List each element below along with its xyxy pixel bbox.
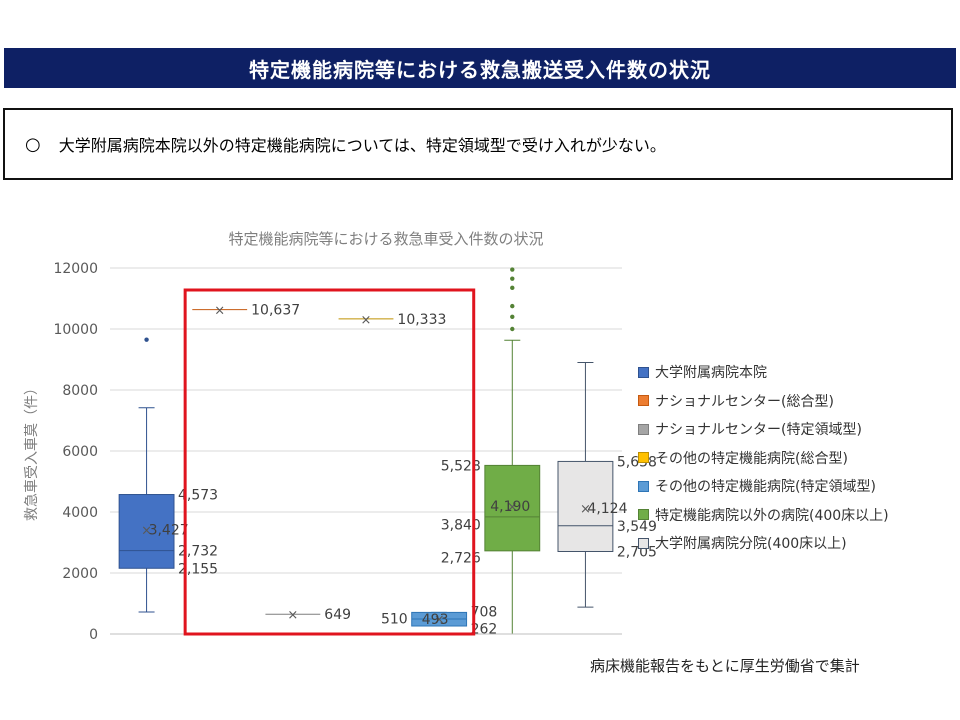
legend-label: 特定機能病院以外の病院(400床以上) [655,507,889,524]
data-label-median: 3,840 [441,518,481,534]
legend-item: 特定機能病院以外の病院(400床以上) [638,501,889,530]
y-tick-label: 8000 [62,383,98,399]
y-tick-label: 4000 [62,505,98,521]
box-plot-chart: 特定機能病院等における救急車受入件数の状況 0 2000 4000 6000 8000 10… [23,230,657,643]
data-label-mean: 4,190 [490,499,530,515]
data-label-value: 10,637 [251,303,300,319]
legend-label: 大学附属病院本院 [655,365,767,382]
data-label-q3: 5,528 [441,458,481,474]
data-label-mean: 4,124 [587,501,627,517]
legend-swatch [638,537,649,549]
legend-label: ナショナルセンター(特定領域型) [655,422,862,439]
data-label-median: 3,549 [617,519,657,535]
y-tick-label: 10000 [53,322,98,338]
data-label-q3: 4,573 [178,488,218,504]
outlier-point [510,276,515,281]
y-tick-label: 2000 [62,566,98,582]
mean-marker: × [507,500,518,515]
data-label-q1: 262 [471,621,498,637]
highlight-frame [183,288,476,636]
legend-swatch [638,480,649,492]
box-iqr [118,494,175,569]
mean-marker: × [361,313,372,328]
mean-marker: × [141,523,152,538]
outlier-point [510,267,515,272]
legend-swatch [638,395,649,407]
legend-item: ナショナルセンター(特定領域型) [638,415,889,444]
legend-item: ナショナルセンター(総合型) [638,387,889,416]
box-iqr [484,464,541,552]
data-label-mean: 3,427 [149,522,189,538]
data-label-q3: 708 [471,604,498,620]
legend-label: 大学附属病院分院(400床以上) [655,536,847,553]
legend-swatch [638,509,649,521]
outlier-point [510,285,515,291]
data-label-median: 2,732 [178,544,218,560]
legend-swatch [638,366,649,378]
box-iqr [557,460,614,552]
y-tick-label: 12000 [53,261,98,277]
data-label-q1: 2,155 [178,561,218,577]
page-title: 特定機能病院等における救急搬送受入件数の状況 [4,48,956,88]
outlier-point [510,326,515,332]
legend-item: 大学附属病院本院 [638,358,889,387]
legend-label: ナショナルセンター(総合型) [655,393,834,410]
legend-label: その他の特定機能病院(総合型) [655,450,848,467]
legend-item: その他の特定機能病院(特定領域型) [638,472,889,501]
y-tick-label: 6000 [62,444,98,460]
y-tick-label: 0 [89,627,98,643]
chart-title: 特定機能病院等における救急車受入件数の状況 [228,230,543,248]
source-note: 病床機能報告をもとに厚生労働省で集計 [590,657,860,675]
legend-swatch [638,423,649,435]
y-axis-label: 救急車受入車莫（件） [23,381,40,521]
summary-bullet: ○ [25,133,41,155]
outlier-point [144,337,149,342]
mean-marker: × [287,608,298,623]
mean-marker: × [434,612,445,627]
legend-item: その他の特定機能病院(総合型) [638,444,889,473]
data-label-value: 10,333 [397,312,446,328]
chart-legend: 大学附属病院本院ナショナルセンター(総合型) ナショナルセンター(特定領域型) その… [638,358,889,558]
mean-marker: × [214,304,225,319]
legend-label: その他の特定機能病院(特定領域型) [655,479,876,496]
data-label-mean: 510 [381,611,408,627]
legend-item: 大学附属病院分院(400床以上) [638,529,889,558]
data-label-value: 649 [324,607,351,623]
outlier-point [510,303,515,309]
mean-marker: × [580,502,591,517]
outlier-point [510,314,515,319]
summary-box: ○ 大学附属病院本院以外の特定機能病院については、特定領域型で受け入れが少ない。 [3,108,953,180]
data-label-median: 493 [422,612,449,628]
data-label-q1: 2,726 [441,551,481,567]
summary-text: 大学附属病院本院以外の特定機能病院については、特定領域型で受け入れが少ない。 [58,136,666,155]
legend-swatch [638,452,649,464]
